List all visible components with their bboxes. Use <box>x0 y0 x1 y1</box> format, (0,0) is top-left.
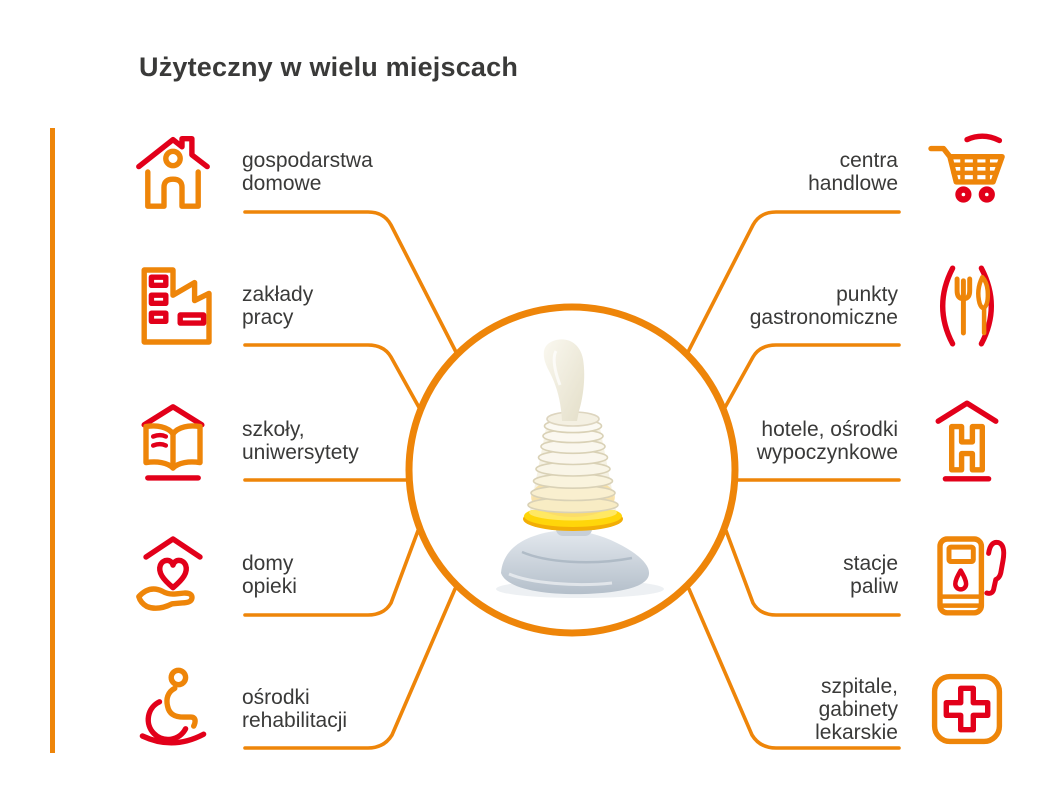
product-photo <box>496 339 664 598</box>
house-icon <box>128 127 218 217</box>
school-book-icon <box>128 396 218 486</box>
item-label: szpitale, gabinety lekarskie <box>815 674 898 744</box>
heart-hand-icon <box>128 530 218 620</box>
connector-domy <box>243 526 421 617</box>
page-title: Użyteczny w wielu miejscach <box>139 52 519 82</box>
item-hotele-osrodki-wypoczynkowe: hotele, ośrodki wypoczynkowe <box>698 395 1012 487</box>
item-label: punkty gastronomiczne <box>749 283 898 329</box>
fork-knife-icon <box>922 261 1012 351</box>
item-zaklady-pracy: zakłady pracy <box>128 260 313 352</box>
connector-stacje <box>723 526 901 617</box>
item-label: domy opieki <box>242 552 297 598</box>
item-label: gospodarstwa domowe <box>242 149 373 195</box>
medical-cross-icon <box>922 664 1012 754</box>
item-label: ośrodki rehabilitacji <box>242 686 348 732</box>
item-label: stacje paliw <box>843 552 898 598</box>
item-label: szkoły, uniwersytety <box>242 418 359 464</box>
item-osrodki-rehabilitacji: ośrodki rehabilitacji <box>128 663 347 755</box>
item-domy-opieki: domy opieki <box>128 529 297 621</box>
shopping-cart-icon <box>922 127 1012 217</box>
connector-centra <box>686 210 901 354</box>
hotel-icon <box>922 396 1012 486</box>
fuel-pump-icon <box>922 530 1012 620</box>
item-label: zakłady pracy <box>242 283 314 329</box>
item-label: hotele, ośrodki wypoczynkowe <box>756 418 898 464</box>
connector-szpitale <box>687 587 901 750</box>
item-centra-handlowe: centra handlowe <box>698 126 1012 218</box>
factory-icon <box>128 261 218 351</box>
connector-gospodarstwa <box>243 210 458 354</box>
connector-rehabilitacja <box>243 587 457 750</box>
item-stacje-paliw: stacje paliw <box>698 529 1012 621</box>
wheelchair-icon <box>128 664 218 754</box>
item-punkty-gastronomiczne: punkty gastronomiczne <box>698 260 1012 352</box>
connector-zaklady <box>243 343 423 413</box>
connector-gastronomia <box>721 343 901 413</box>
item-szkoly-uniwersytety: szkoły, uniwersytety <box>128 395 359 487</box>
item-label: centra handlowe <box>808 149 898 195</box>
item-szpitale-gabinety-lekarskie: szpitale, gabinety lekarskie <box>698 663 1012 755</box>
item-gospodarstwa-domowe: gospodarstwa domowe <box>128 126 373 218</box>
